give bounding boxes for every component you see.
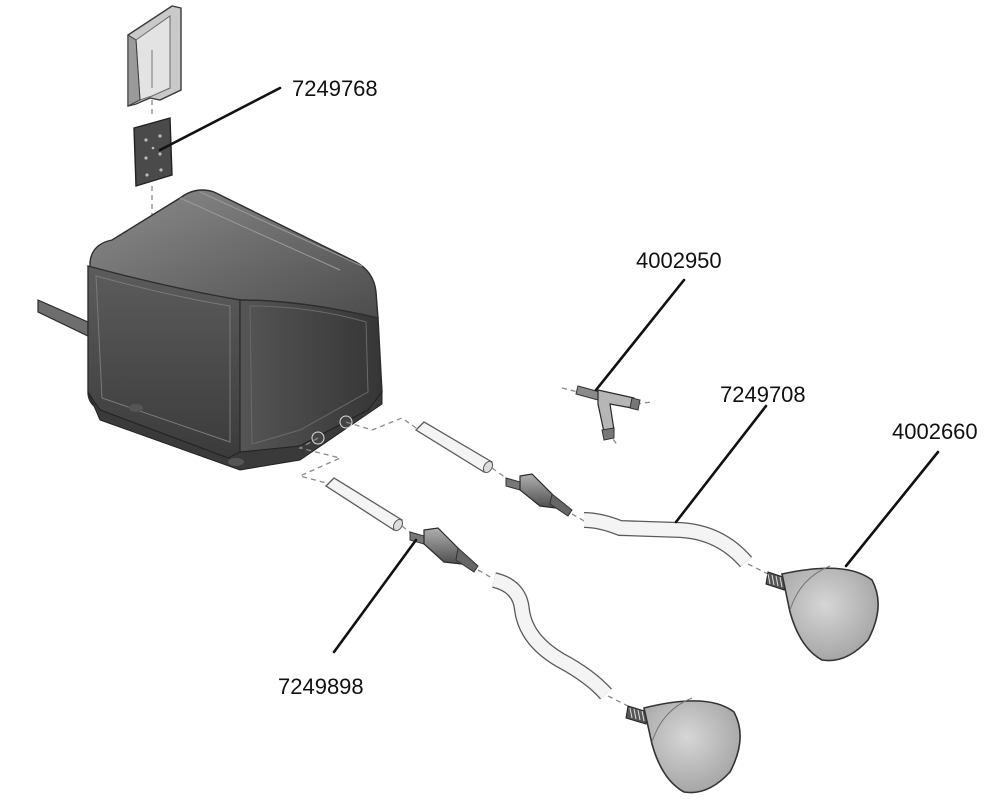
short-tube-upper bbox=[414, 421, 494, 474]
air-stone-upper bbox=[765, 565, 879, 662]
leader-7249708 bbox=[674, 404, 768, 524]
callout-label-4002660: 4002660 bbox=[892, 419, 978, 444]
leader-7249768 bbox=[158, 86, 282, 152]
air-stone-lower bbox=[625, 697, 741, 794]
callout-label-4002950: 4002950 bbox=[636, 248, 722, 273]
wall-bracket-plate bbox=[133, 117, 173, 187]
pump-power-cord bbox=[37, 299, 89, 337]
air-hose-lower bbox=[491, 572, 612, 700]
pump-side bbox=[239, 299, 383, 458]
callout-label-7249898: 7249898 bbox=[278, 674, 364, 699]
check-valve-lower bbox=[409, 527, 479, 573]
outlet-guide-upper bbox=[345, 417, 417, 431]
outlet-guide-lower bbox=[298, 437, 342, 485]
air-hose-upper bbox=[583, 512, 753, 568]
y-connector-part bbox=[561, 385, 653, 447]
leader-4002950 bbox=[594, 278, 686, 392]
callout-label-7249708: 7249708 bbox=[720, 382, 806, 407]
callout-label-7249768: 7249768 bbox=[292, 76, 378, 101]
air-pump bbox=[37, 189, 383, 471]
short-tube-lower bbox=[324, 477, 404, 532]
leader-4002660 bbox=[844, 450, 940, 568]
wall-bracket-top bbox=[127, 5, 182, 107]
leader-7249898 bbox=[332, 538, 418, 654]
check-valve-upper bbox=[505, 473, 573, 517]
